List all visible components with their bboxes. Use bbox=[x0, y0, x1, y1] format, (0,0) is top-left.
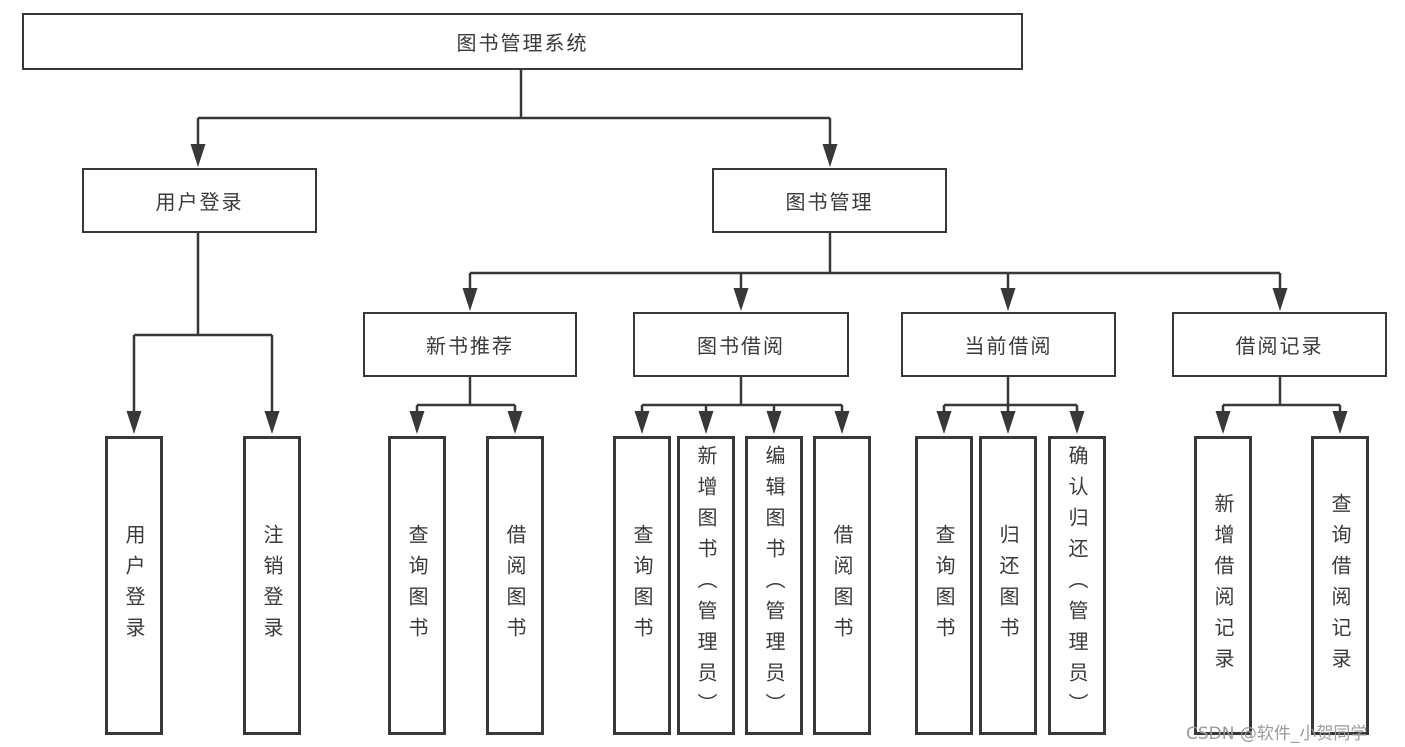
node-user-login-label: 用户登录 bbox=[155, 190, 244, 214]
leaf-current-confirm-return-admin: 确认归还（管理员） bbox=[1048, 436, 1106, 735]
leaf-current-return-books: 归还图书 bbox=[979, 436, 1037, 735]
node-current-borrow-label: 当前借阅 bbox=[964, 334, 1053, 358]
node-new-book-recommend-label: 新书推荐 bbox=[426, 334, 514, 358]
leaf-borrow-borrow-books: 借阅图书 bbox=[813, 436, 871, 735]
leaf-borrow-borrow-books-label: 借阅图书 bbox=[830, 523, 854, 648]
leaf-newbook-borrow-books-label: 借阅图书 bbox=[503, 523, 527, 648]
node-book-management: 图书管理 bbox=[712, 168, 947, 233]
leaf-current-query-books-label: 查询图书 bbox=[932, 523, 956, 648]
leaf-borrow-edit-books-admin: 编辑图书（管理员） bbox=[745, 436, 803, 735]
leaf-records-query-record-label: 查询借阅记录 bbox=[1328, 492, 1352, 679]
leaf-logout: 注销登录 bbox=[243, 436, 301, 735]
node-library-system: 图书管理系统 bbox=[22, 13, 1023, 70]
node-book-management-label: 图书管理 bbox=[785, 190, 874, 214]
leaf-user-login: 用户登录 bbox=[105, 436, 163, 735]
leaf-current-confirm-return-admin-label: 确认归还（管理员） bbox=[1065, 445, 1089, 724]
leaf-current-return-books-label: 归还图书 bbox=[996, 523, 1020, 648]
leaf-newbook-query-books: 查询图书 bbox=[388, 436, 446, 735]
leaf-borrow-query-books-label: 查询图书 bbox=[630, 523, 654, 648]
node-user-login: 用户登录 bbox=[82, 168, 317, 233]
csdn-watermark: CSDN @软件_小贺同学 bbox=[1186, 724, 1368, 744]
node-library-system-label: 图书管理系统 bbox=[456, 31, 589, 55]
leaf-user-login-label: 用户登录 bbox=[122, 523, 146, 648]
leaf-logout-label: 注销登录 bbox=[260, 523, 284, 648]
leaf-records-add-record: 新增借阅记录 bbox=[1194, 436, 1252, 735]
node-borrow-records: 借阅记录 bbox=[1172, 312, 1387, 377]
leaf-borrow-edit-books-admin-label: 编辑图书（管理员） bbox=[762, 445, 786, 724]
leaf-borrow-query-books: 查询图书 bbox=[613, 436, 671, 735]
leaf-borrow-add-books-admin-label: 新增图书（管理员） bbox=[694, 445, 718, 724]
leaf-borrow-add-books-admin: 新增图书（管理员） bbox=[677, 436, 735, 735]
leaf-newbook-borrow-books: 借阅图书 bbox=[486, 436, 544, 735]
leaf-records-add-record-label: 新增借阅记录 bbox=[1211, 492, 1235, 679]
node-borrow-records-label: 借阅记录 bbox=[1235, 334, 1324, 358]
leaf-current-query-books: 查询图书 bbox=[915, 436, 973, 735]
node-current-borrow: 当前借阅 bbox=[901, 312, 1116, 377]
node-new-book-recommend: 新书推荐 bbox=[363, 312, 577, 377]
node-book-borrow-label: 图书借阅 bbox=[697, 334, 785, 358]
leaf-records-query-record: 查询借阅记录 bbox=[1311, 436, 1369, 735]
node-book-borrow: 图书借阅 bbox=[633, 312, 849, 377]
leaf-newbook-query-books-label: 查询图书 bbox=[405, 523, 429, 648]
